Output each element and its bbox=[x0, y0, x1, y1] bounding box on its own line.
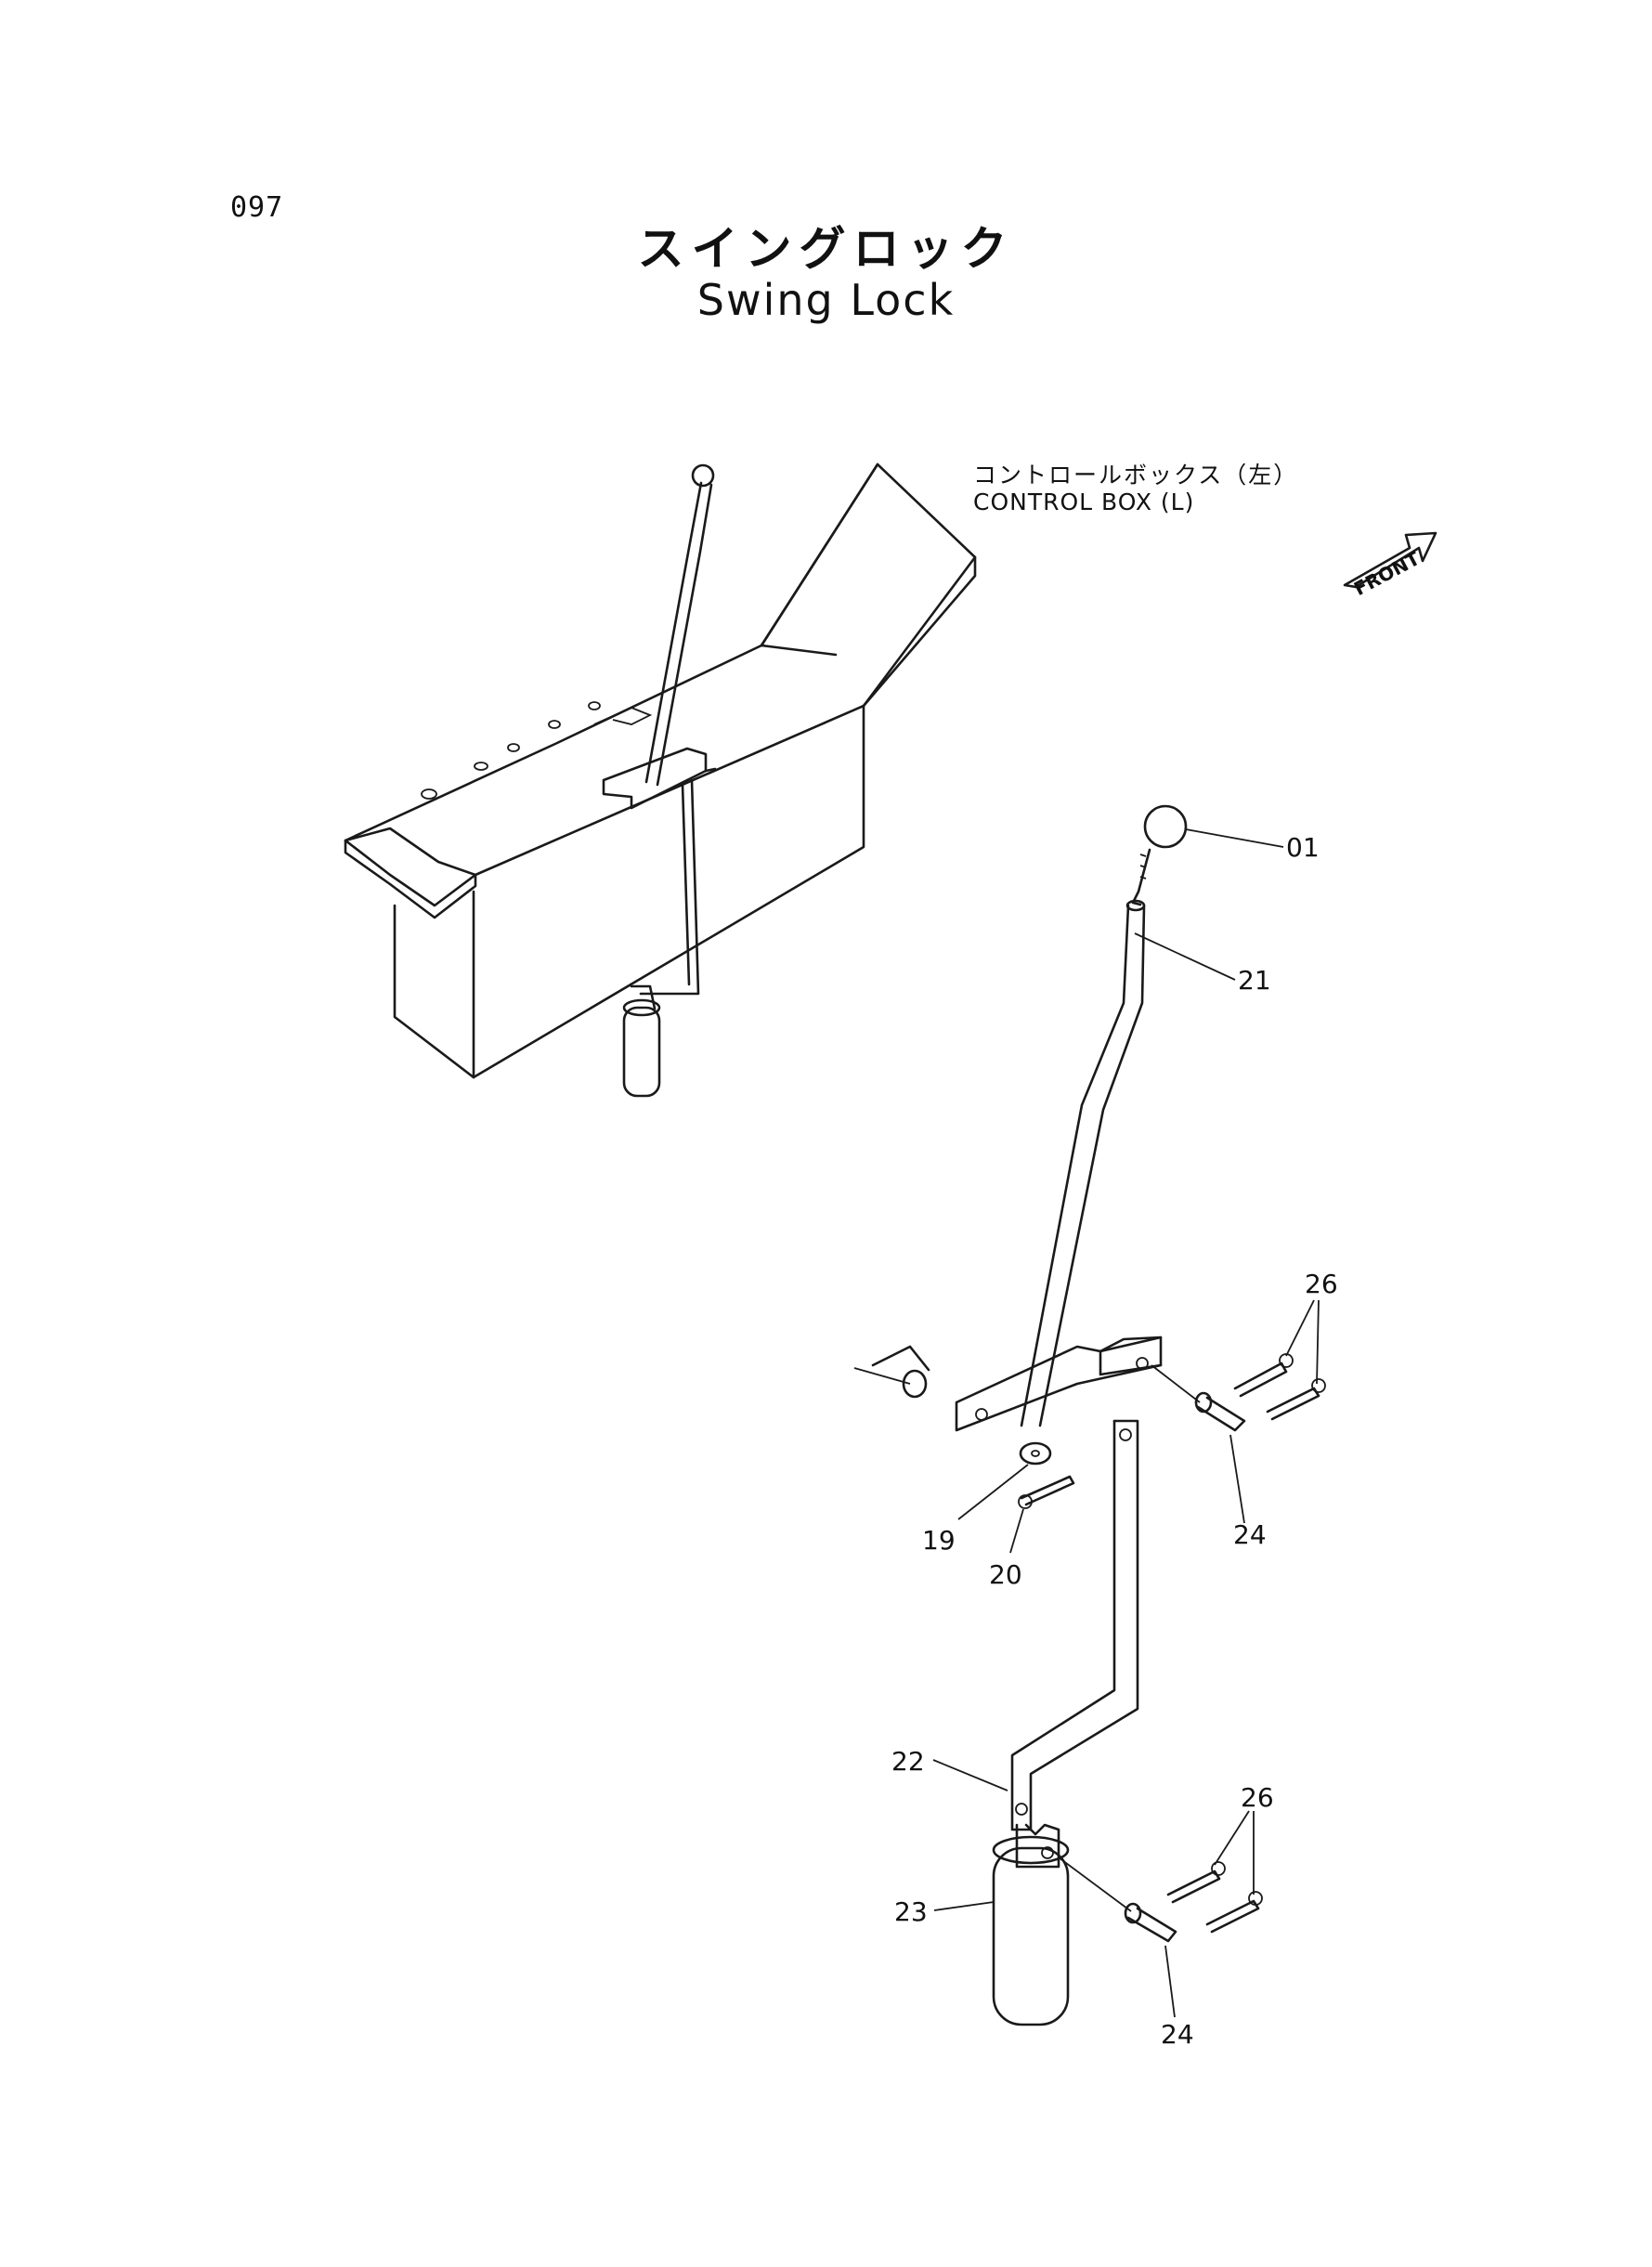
page-title: Swing Lock bbox=[696, 275, 956, 325]
cotter-pin-part bbox=[1018, 1475, 1075, 1509]
part-label-21: 21 bbox=[1238, 965, 1271, 996]
pin-part-lower bbox=[1058, 1857, 1177, 1943]
cotter-pin-part-lower bbox=[1166, 1861, 1263, 1934]
lock-cylinder-part bbox=[992, 1823, 1070, 2026]
control-box-illustration bbox=[344, 463, 977, 1098]
knob-part bbox=[1131, 804, 1188, 906]
bracket-part bbox=[853, 1335, 1163, 1432]
part-label-19: 19 bbox=[922, 1525, 956, 1556]
front-arrow-icon: FRONT bbox=[1343, 531, 1437, 600]
lever-part bbox=[1020, 899, 1146, 1427]
pin-part-upper bbox=[1151, 1364, 1246, 1432]
part-label-26-upper: 26 bbox=[1305, 1269, 1338, 1299]
front-label: FRONT bbox=[1350, 547, 1424, 600]
part-label-22: 22 bbox=[891, 1746, 925, 1777]
part-label-26-lower: 26 bbox=[1241, 1782, 1274, 1813]
washer-part bbox=[1019, 1441, 1052, 1466]
control-box-callout: CONTROL BOX (L) bbox=[973, 489, 1195, 515]
part-label-23: 23 bbox=[894, 1896, 928, 1927]
page-number: 097 bbox=[230, 191, 284, 224]
part-labels: 01 21 26 24 19 20 22 26 23 24 bbox=[891, 832, 1338, 2050]
page-title-japanese: スイングロック bbox=[637, 222, 1015, 276]
part-label-24-upper: 24 bbox=[1233, 1519, 1267, 1550]
part-label-24-lower: 24 bbox=[1161, 2019, 1194, 2050]
cotter-pin-part-upper bbox=[1233, 1353, 1326, 1421]
control-box-callout-japanese: コントロールボックス（左） bbox=[973, 462, 1299, 489]
leader-lines bbox=[932, 828, 1320, 2018]
rod-part bbox=[1010, 1419, 1139, 1831]
part-label-20: 20 bbox=[989, 1559, 1022, 1590]
part-label-01: 01 bbox=[1286, 832, 1320, 863]
